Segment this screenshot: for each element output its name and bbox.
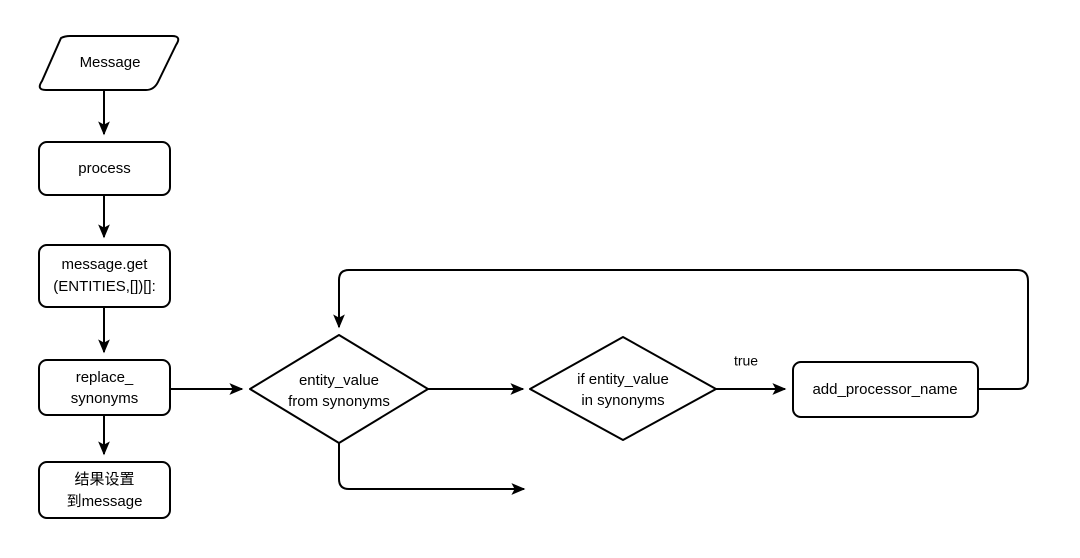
node-message-get-label-line1: message.get	[62, 256, 149, 273]
entity-value-diamond-shape	[249, 334, 429, 444]
replace-synonyms-rect-shape	[38, 359, 171, 416]
edge-label-true: true	[734, 353, 758, 369]
node-message[interactable]: Message	[38, 35, 180, 91]
node-replace-synonyms[interactable]: replace_ synonyms	[38, 359, 171, 416]
node-replace-synonyms-label-line1: replace_	[76, 369, 134, 386]
node-entity-value-from-synonyms[interactable]: entity_value from synonyms	[249, 334, 429, 444]
add-processor-name-rect-shape	[792, 361, 979, 418]
node-result-to-message-label-line1: 结果设置	[74, 471, 134, 488]
node-message-get-label-line2: (ENTITIES,[])[]:	[53, 278, 156, 295]
process-rect-shape	[38, 141, 171, 196]
node-result-to-message-label-line2: 到message	[67, 493, 143, 510]
node-process-label: process	[78, 160, 131, 177]
node-message-get[interactable]: message.get (ENTITIES,[])[]:	[38, 244, 171, 308]
edge-entity-value-diamond-bottom-exit	[338, 443, 526, 495]
message-parallelogram-shape	[38, 35, 180, 91]
node-entity-value-label-line2: from synonyms	[288, 393, 390, 410]
node-if-entity-value-in-synonyms[interactable]: if entity_value in synonyms	[529, 336, 717, 441]
node-entity-value-label-line1: entity_value	[299, 372, 379, 389]
message-get-rect-shape	[38, 244, 171, 308]
result-to-message-rect-shape	[38, 461, 171, 519]
node-result-to-message[interactable]: 结果设置 到message	[38, 461, 171, 519]
node-message-label: Message	[80, 54, 141, 71]
node-add-processor-name-label: add_processor_name	[812, 381, 957, 398]
edge-add-processor-name-loopback	[333, 269, 1029, 390]
node-add-processor-name[interactable]: add_processor_name	[792, 361, 979, 418]
node-if-entity-value-label-line2: in synonyms	[581, 392, 664, 409]
node-process[interactable]: process	[38, 141, 171, 196]
node-if-entity-value-label-line1: if entity_value	[577, 371, 669, 388]
node-replace-synonyms-label-line2: synonyms	[71, 390, 139, 407]
if-entity-value-diamond-shape	[529, 336, 717, 441]
